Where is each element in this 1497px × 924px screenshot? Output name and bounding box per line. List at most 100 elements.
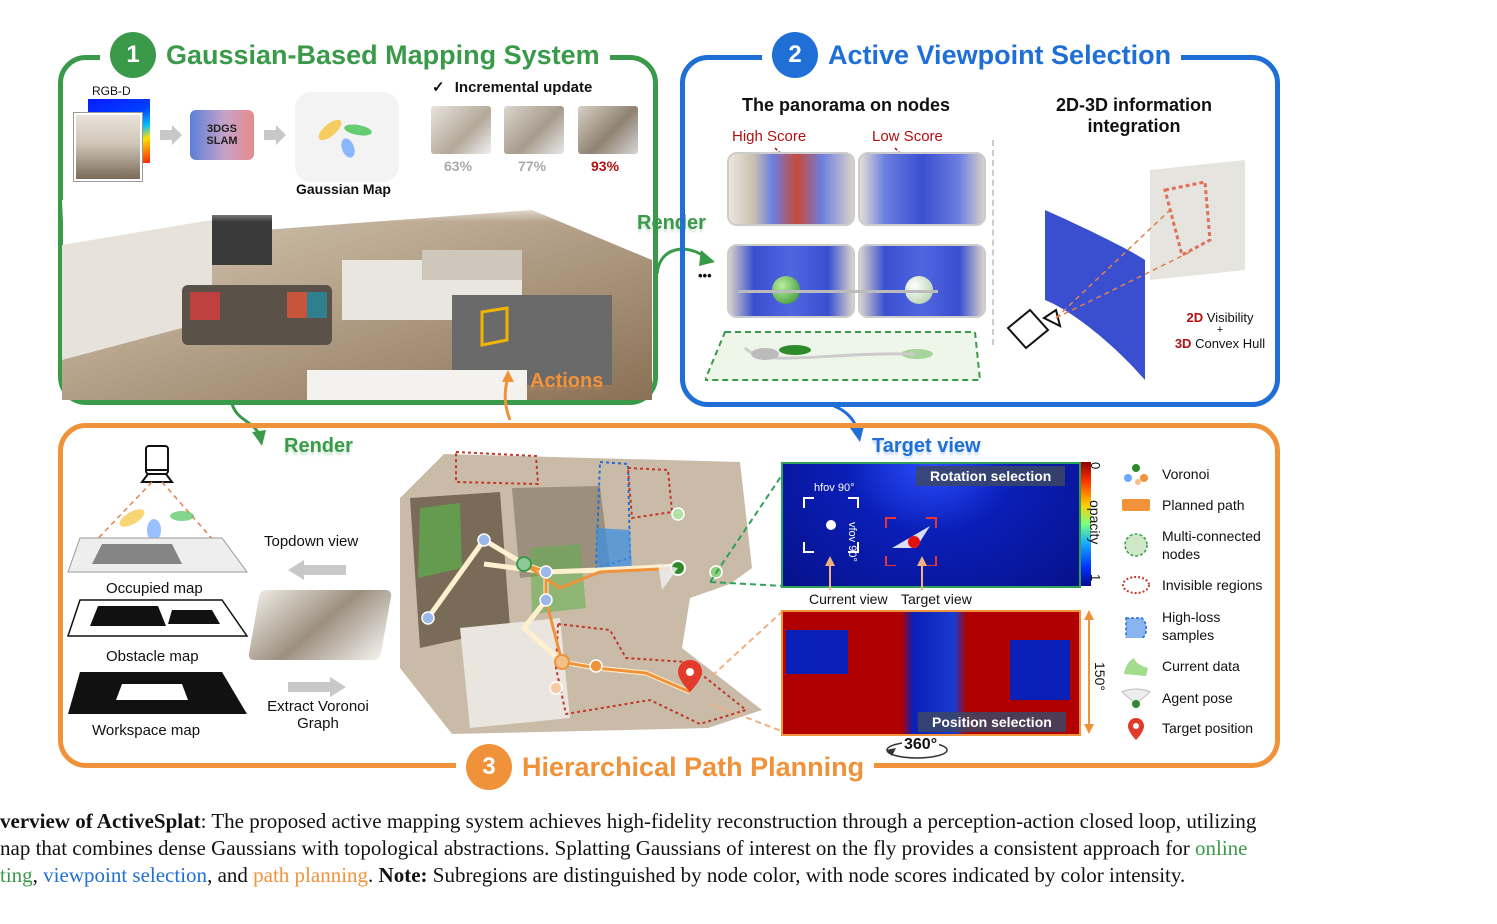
- high-loss-samples-icon: [1125, 617, 1147, 638]
- ellipsis: •••: [698, 268, 712, 283]
- view-pointer-arrows: [825, 556, 927, 590]
- incremental-update: ✓ Incremental update: [432, 78, 592, 96]
- current-view-label: Current view: [809, 591, 888, 607]
- legend-voronoi: Voronoi: [1120, 462, 1209, 486]
- pct-77: 77%: [518, 158, 547, 174]
- rgbd-label: RGB-D: [92, 84, 131, 98]
- scene-fade: [62, 200, 652, 222]
- node-connection-line: [738, 290, 938, 293]
- position-heatmap-dark-region: [1010, 640, 1070, 700]
- render-label-bottom: Render: [284, 435, 353, 457]
- legend-label: Target position: [1162, 720, 1254, 736]
- vertical-range-arrow: [1084, 610, 1094, 734]
- legend-invisible-regions: Invisible regions: [1120, 573, 1262, 597]
- zoom-connector-lines: [710, 471, 785, 733]
- legend-label: Current data: [1162, 658, 1240, 674]
- position-selection-label: Position selection: [918, 712, 1066, 732]
- incremental-map-3: [578, 106, 638, 154]
- panel2-number: 2: [772, 32, 818, 78]
- caption-text: : The proposed active mapping system ach…: [200, 809, 1257, 833]
- panel2-header: 2 Active Viewpoint Selection: [762, 32, 1182, 78]
- panel1-header: 1 Gaussian-Based Mapping System: [100, 32, 610, 78]
- caption-line-3: ting, viewpoint selection, and path plan…: [0, 862, 1445, 889]
- high-score-label: High Score: [732, 128, 807, 145]
- incremental-map-2: [504, 106, 564, 154]
- voronoi-planning-scene: [400, 450, 762, 734]
- legend-label: High-loss samples: [1162, 609, 1221, 643]
- legend-target-position: Target position: [1120, 716, 1253, 740]
- panorama-title: The panorama on nodes: [742, 95, 951, 115]
- legend-label: Planned path: [1162, 497, 1245, 513]
- occupied-map-label: Occupied map: [106, 580, 203, 597]
- hfov-label: hfov 90°: [814, 482, 855, 494]
- angle-360-label: 360°: [902, 736, 940, 754]
- plus-sign: +: [1216, 324, 1224, 336]
- arrow-right-icon: [264, 125, 286, 145]
- gaussian-map-label: Gaussian Map: [296, 181, 391, 197]
- actions-arrow-icon: [502, 370, 514, 421]
- visibility-prefix: 2D: [1186, 310, 1204, 325]
- legend-label: Multi-connected nodes: [1162, 528, 1261, 562]
- convex-prefix: 3D: [1174, 336, 1192, 351]
- render-label-top: Render: [637, 212, 706, 234]
- low-score-label: Low Score: [872, 128, 943, 145]
- agent-pose-icon: [1121, 688, 1151, 708]
- panorama-low-score: [858, 152, 986, 226]
- position-heatmap-dark-region: [786, 630, 848, 674]
- extract-voronoi-label: Extract Voronoi Graph: [262, 698, 374, 732]
- visibility-text: Visibility: [1206, 310, 1254, 325]
- map-stack-illustration: [66, 445, 249, 714]
- panel3-title: Hierarchical Path Planning: [522, 751, 865, 782]
- panel2-title: Active Viewpoint Selection: [828, 39, 1172, 70]
- integration-title: 2D-3D information integration: [1046, 95, 1222, 137]
- workspace-map-label: Workspace map: [92, 722, 201, 739]
- obstacle-map-label: Obstacle map: [106, 648, 199, 665]
- caption-line-2: nap that combines dense Gaussians with t…: [0, 835, 1445, 862]
- panel3-header: 3 Hierarchical Path Planning: [456, 744, 875, 790]
- caption-green-text: ting: [0, 863, 33, 887]
- legend-current-data: Current data: [1120, 654, 1240, 678]
- caption-blue-text: viewpoint selection: [43, 863, 208, 887]
- panel1-number: 1: [110, 32, 156, 78]
- legend-planned-path: Planned path: [1120, 493, 1245, 517]
- legend-label: Voronoi: [1162, 466, 1210, 482]
- invisible-regions-icon: [1122, 576, 1150, 594]
- incremental-label: Incremental update: [454, 79, 593, 96]
- figure-caption: verview of ActiveSplat: The proposed act…: [0, 808, 1445, 889]
- arrow-left-icon: [288, 560, 346, 580]
- node-graph-plane: [705, 331, 982, 381]
- voronoi-icon: [1124, 464, 1148, 485]
- colorbar-label: opacity: [1087, 500, 1103, 545]
- extract-line-1: Extract Voronoi: [267, 698, 369, 715]
- legend-agent-pose: Agent pose: [1120, 686, 1233, 710]
- caption-note: Note:: [378, 863, 428, 887]
- caption-green-text: online: [1195, 836, 1248, 860]
- panorama-high-score: [727, 152, 855, 226]
- opacity-colorbar: [1081, 462, 1091, 586]
- actions-label: Actions: [530, 370, 604, 392]
- legend-label: Agent pose: [1162, 690, 1233, 706]
- rgb-image: [74, 113, 142, 181]
- slam-block: 3DGS SLAM: [190, 110, 254, 160]
- pct-93: 93%: [591, 158, 620, 174]
- legend-high-loss: High-loss samples: [1120, 608, 1242, 644]
- panel3-number: 3: [466, 744, 512, 790]
- caption-text: ,: [32, 863, 44, 887]
- multi-connected-nodes-icon: [1124, 533, 1148, 557]
- slam-label-1: 3DGS: [207, 123, 237, 135]
- caption-text: Subregions are distinguished by node col…: [427, 863, 1186, 887]
- target-position-icon: [1128, 718, 1144, 740]
- gaussian-map-bubble: [295, 92, 399, 182]
- integration-title-2: integration: [1087, 116, 1181, 136]
- integration-title-1: 2D-3D information: [1055, 95, 1212, 115]
- planned-path-icon: [1122, 499, 1150, 511]
- arrow-right-icon: [288, 677, 346, 697]
- target-view-label: Target view: [872, 435, 981, 457]
- caption-orange-text: path planning: [253, 863, 369, 887]
- gaussian-blobs-icon: [318, 119, 372, 158]
- legend-label: Invisible regions: [1162, 577, 1263, 593]
- panel1-title: Gaussian-Based Mapping System: [166, 39, 600, 70]
- panel2-divider: [992, 140, 994, 345]
- caption-bold-title: verview of ActiveSplat: [0, 809, 201, 833]
- slam-label-2: SLAM: [206, 135, 238, 147]
